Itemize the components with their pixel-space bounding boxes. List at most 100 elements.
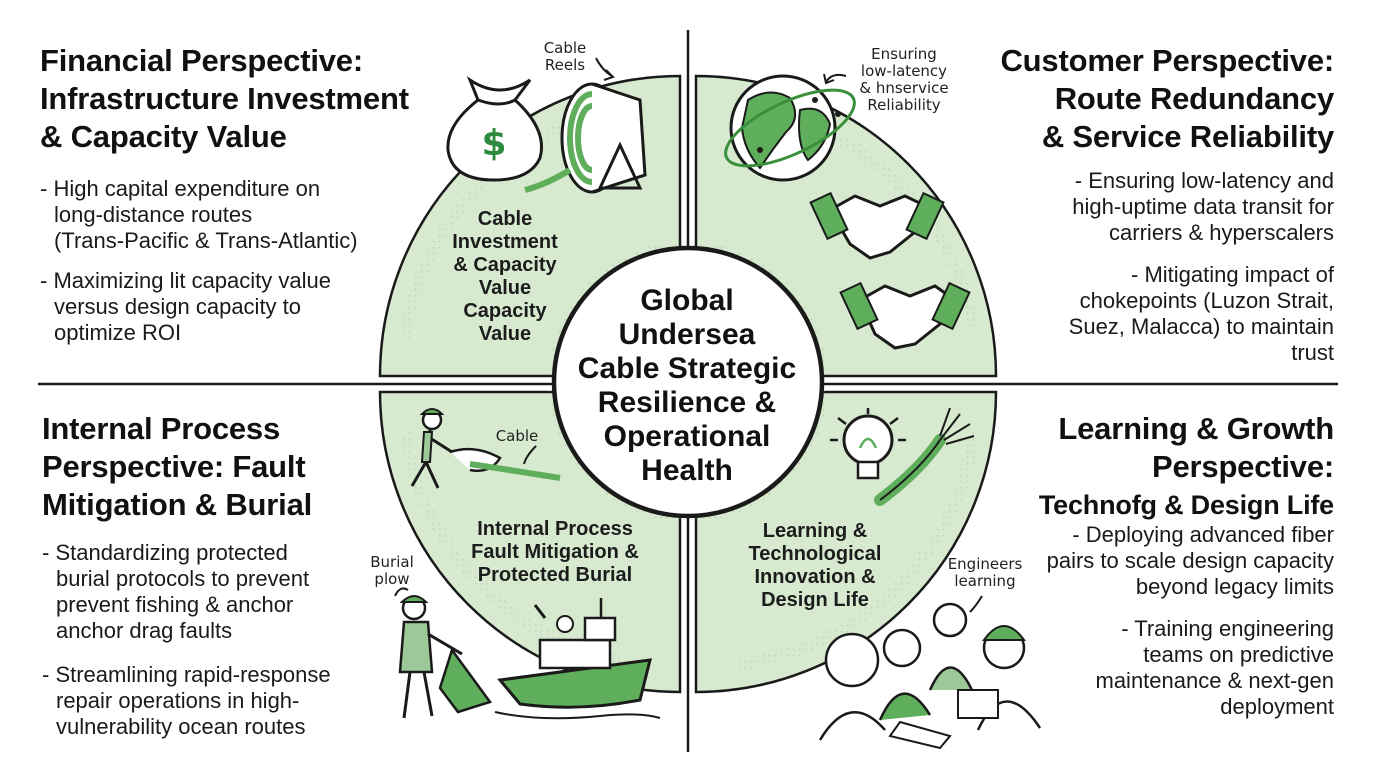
wedge-label-line: Value	[478, 277, 532, 299]
learning-bullet-2: - Training engineering teams on predicti…	[980, 616, 1335, 720]
annotation-line: learning	[954, 572, 1016, 590]
annotation-line: Reliability	[867, 96, 941, 114]
bullet-line: - Training engineering	[1121, 616, 1334, 641]
bullet-line: versus design capacity to	[54, 294, 302, 319]
globe-icon	[724, 73, 856, 182]
annotation-cable-reels: Cable Reels	[530, 40, 600, 74]
wedge-label-line: Investment	[452, 231, 558, 253]
annotation-engineers: Engineers learning	[944, 556, 1026, 590]
title-line: Health	[641, 454, 733, 487]
quadrant-financial: Financial Perspective: Infrastructure In…	[40, 42, 440, 346]
fiber-cable-icon	[874, 407, 975, 506]
annotation-line: Reels	[544, 56, 586, 74]
bullet-line: anchor drag faults	[56, 618, 233, 643]
heading-line: Technofg & Design Life	[1038, 490, 1334, 520]
heading-line: Perspective: Fault	[42, 449, 306, 484]
wedge-label-line: Capacity	[463, 300, 547, 322]
bullet-line: - Mitigating impact of	[1131, 262, 1334, 287]
heading-line: Financial Perspective:	[40, 43, 363, 78]
lightbulb-icon	[830, 408, 906, 480]
bullet-line: - Ensuring low-latency and	[1074, 168, 1334, 193]
repair-ship-icon	[494, 598, 661, 720]
bullet-line: chokepoints (Luzon Strait,	[1079, 288, 1334, 313]
money-bag-icon: $	[446, 76, 544, 182]
bullet-line: - Maximizing lit capacity value	[40, 268, 331, 293]
customer-heading: Customer Perspective: Route Redundancy &…	[956, 42, 1335, 156]
annotation-line: plow	[374, 570, 410, 588]
worker-icon	[410, 408, 561, 489]
title-line: Operational	[603, 420, 771, 453]
wedge-label-line: & Capacity	[453, 254, 557, 276]
internal-wedge-label: Internal Process Fault Mitigation & Prot…	[455, 518, 655, 587]
annotation-line: Ensuring	[871, 45, 937, 63]
heading-line: & Capacity Value	[40, 119, 287, 154]
bullet-line: high-uptime data transit for	[1072, 194, 1334, 219]
bullet-line: - Standardizing protected	[42, 540, 288, 565]
handshake-icon	[839, 281, 971, 350]
learning-wedge-label: Learning & Technological Innovation & De…	[740, 520, 890, 612]
bullet-line: prevent fishing & anchor	[56, 592, 294, 617]
center-title: Global Undersea Cable Strategic Resilien…	[553, 284, 821, 488]
annotation-line: Cable	[543, 39, 587, 57]
bullet-line: beyond legacy limits	[1135, 574, 1334, 599]
heading-line: Route Redundancy	[1054, 81, 1334, 116]
learning-bullet-1: - Deploying advanced fiber pairs to scal…	[980, 522, 1334, 600]
burial-plow-icon	[394, 587, 493, 719]
bullet-line: pairs to scale design capacity	[1046, 548, 1334, 573]
heading-line: Perspective:	[1152, 449, 1334, 484]
wedge-label-line: Value	[478, 323, 532, 345]
title-line: Undersea	[618, 318, 756, 351]
heading-line: & Service Reliability	[1041, 119, 1334, 154]
financial-bullet-2: - Maximizing lit capacity value versus d…	[40, 268, 440, 346]
annotation-line: Engineers	[947, 555, 1023, 573]
bullet-line: (Trans-Pacific & Trans-Atlantic)	[54, 228, 358, 253]
financial-heading: Financial Perspective: Infrastructure In…	[40, 42, 440, 156]
wedge-label-line: Technological	[748, 543, 882, 565]
learning-bullets: - Deploying advanced fiber pairs to scal…	[980, 522, 1334, 720]
quadrant-customer: Customer Perspective: Route Redundancy &…	[956, 42, 1335, 366]
title-line: Cable Strategic	[577, 352, 797, 385]
internal-bullet-1: - Standardizing protected burial protoco…	[42, 540, 402, 644]
annotation-cable: Cable	[490, 428, 544, 445]
quadrant-learning: Learning & Growth Perspective: Technofg …	[1000, 410, 1334, 524]
financial-wedge-label: Cable Investment & Capacity Value Capaci…	[430, 208, 580, 346]
internal-heading: Internal Process Perspective: Fault Miti…	[42, 410, 402, 524]
heading-line: Mitigation & Burial	[42, 487, 313, 522]
bullet-line: deployment	[1220, 694, 1334, 719]
bullet-line: optimize ROI	[54, 320, 182, 345]
annotation-customer: Ensuring low-latency & hnservice Reliabi…	[848, 46, 960, 114]
heading-line: Infrastructure Investment	[40, 81, 409, 116]
bullet-line: - High capital expenditure on	[40, 176, 321, 201]
wedge-label-line: Innovation &	[754, 566, 876, 588]
cable-reel-icon	[524, 57, 647, 194]
bullet-line: Suez, Malacca) to maintain	[1068, 314, 1334, 339]
wedge-label-line: Design Life	[761, 589, 869, 611]
engineers-team-icon	[818, 595, 1042, 750]
bullet-line: long-distance routes	[54, 202, 253, 227]
bullet-line: maintenance & next-gen	[1095, 668, 1335, 693]
wedge-label-line: Cable	[477, 208, 533, 230]
annotation-burial-plow: Burial plow	[364, 554, 420, 588]
learning-heading: Learning & Growth Perspective: Technofg …	[1000, 410, 1334, 524]
annotation-line: & hnservice	[859, 79, 949, 97]
bullet-line: - Deploying advanced fiber	[1072, 522, 1334, 547]
title-line: Resilience &	[597, 386, 777, 419]
wedge-label-line: Fault Mitigation &	[471, 541, 639, 563]
bullet-line: repair operations in high-	[56, 688, 300, 713]
quadrant-internal: Internal Process Perspective: Fault Miti…	[42, 410, 402, 740]
annotation-line: Burial	[370, 553, 414, 571]
annotation-line: Cable	[495, 427, 539, 445]
bullet-line: teams on predictive	[1143, 642, 1334, 667]
heading-line: Learning & Growth	[1058, 411, 1334, 446]
wedge-label-line: Learning &	[762, 520, 868, 542]
internal-bullet-2: - Streamlining rapid-response repair ope…	[42, 662, 402, 740]
wedge-label-line: Protected Burial	[477, 564, 633, 586]
bullet-line: vulnerability ocean routes	[56, 714, 306, 739]
financial-bullet-1: - High capital expenditure on long-dista…	[40, 176, 440, 254]
title-line: Global	[640, 284, 734, 317]
wedge-label-line: Internal Process	[477, 518, 633, 540]
customer-bullet-1: - Ensuring low-latency and high-uptime d…	[956, 168, 1334, 246]
annotation-line: low-latency	[860, 62, 948, 80]
bullet-line: burial protocols to prevent	[56, 566, 310, 591]
